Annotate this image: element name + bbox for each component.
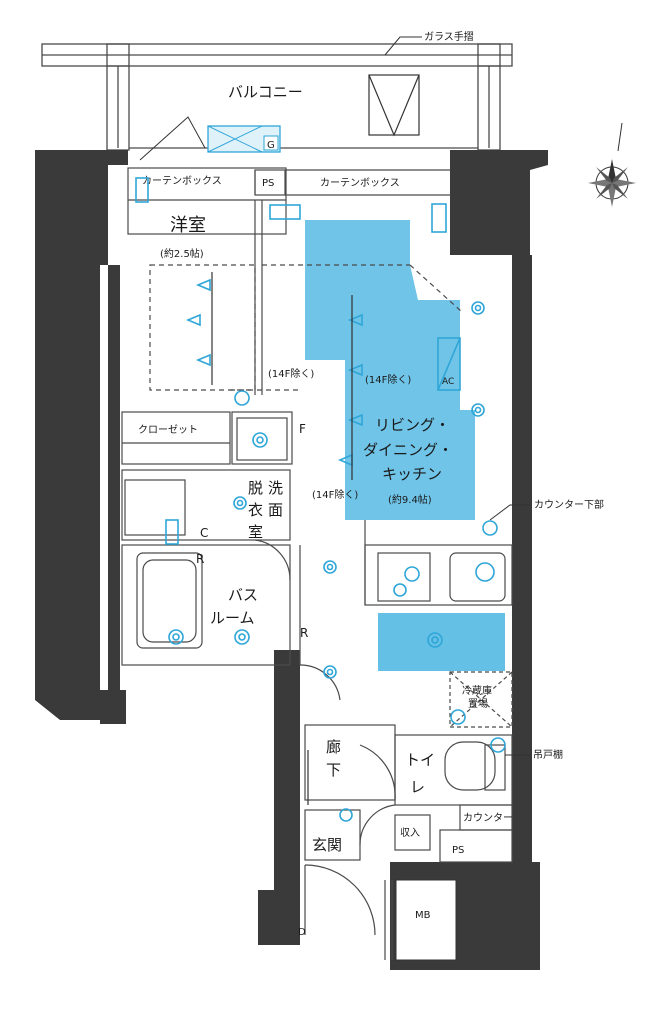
glass-railing-leader — [384, 36, 422, 56]
entrance-label: 玄関 — [312, 836, 342, 854]
fridge-label-2: 置場 — [468, 697, 488, 710]
counter-under-label: カウンター下部 — [534, 498, 604, 511]
mark-r2: R — [300, 626, 308, 640]
corridor-label-2: 下 — [326, 761, 341, 779]
bath-label-2: ルーム — [210, 609, 255, 627]
closet-label: クローゼット — [138, 424, 198, 436]
mark-f: F — [299, 422, 306, 436]
fridge-label-1: 冷蔵庫 — [462, 684, 492, 697]
electrical-marks — [135, 177, 506, 822]
pipe-lines — [211, 272, 353, 805]
toilet-label-1: トイ — [405, 751, 435, 769]
ps-top-label: PS — [262, 178, 274, 189]
corridor-label-1: 廊 — [326, 738, 341, 756]
western-room-size: (約2.5帖) — [160, 247, 204, 260]
compass-rose-icon — [588, 122, 636, 207]
mark-r1: R — [196, 552, 204, 566]
curtain-box-left-label: カーテンボックス — [142, 175, 222, 187]
counter-label: カウンター — [463, 812, 513, 824]
balcony-door-icon — [139, 116, 206, 161]
ldk-size: (約9.4帖) — [388, 493, 432, 506]
balcony-area — [41, 43, 513, 151]
interior-walls — [121, 167, 513, 960]
outer-walls — [35, 150, 548, 970]
dressing-label-1: 脱 — [248, 479, 263, 497]
mb-label: MB — [415, 910, 431, 921]
dressing-label-5: 室 — [248, 523, 263, 541]
note-14f-2: (14F除く) — [365, 373, 411, 386]
glass-railing-label: ガラス手摺 — [424, 30, 474, 43]
curtain-box-right-label: カーテンボックス — [320, 177, 400, 189]
dressing-label-3: 衣 — [248, 501, 263, 519]
ldk-highlight — [305, 220, 475, 520]
water-heater-icon — [207, 125, 281, 153]
ldk-label-line3: キッチン — [382, 465, 442, 483]
mark-ac: AC — [442, 377, 454, 387]
dressing-label-2: 洗 — [268, 479, 283, 497]
note-14f-3: (14F除く) — [312, 488, 358, 501]
ps-bottom-label: PS — [452, 845, 464, 856]
counter-under-leader — [489, 504, 530, 521]
bath-label-1: バス — [228, 586, 258, 604]
western-room-label: 洋室 — [170, 215, 206, 236]
ldk-label-line2: ダイニング・ — [363, 441, 453, 459]
dressing-label-4: 面 — [268, 501, 283, 519]
mark-d: D — [298, 927, 306, 938]
storage-label: 収入 — [400, 827, 420, 839]
note-14f-1: (14F除く) — [268, 367, 314, 380]
hanging-cabinet-label: 吊戸棚 — [533, 748, 563, 761]
mark-c: C — [200, 526, 208, 540]
gas-mark-label: G — [267, 140, 275, 151]
ldk-label-line1: リビング・ — [375, 416, 450, 434]
balcony-label: バルコニー — [228, 83, 303, 101]
outdoor-unit-icon — [368, 74, 420, 137]
mb-box — [395, 879, 457, 961]
toilet-label-2: レ — [410, 778, 425, 796]
